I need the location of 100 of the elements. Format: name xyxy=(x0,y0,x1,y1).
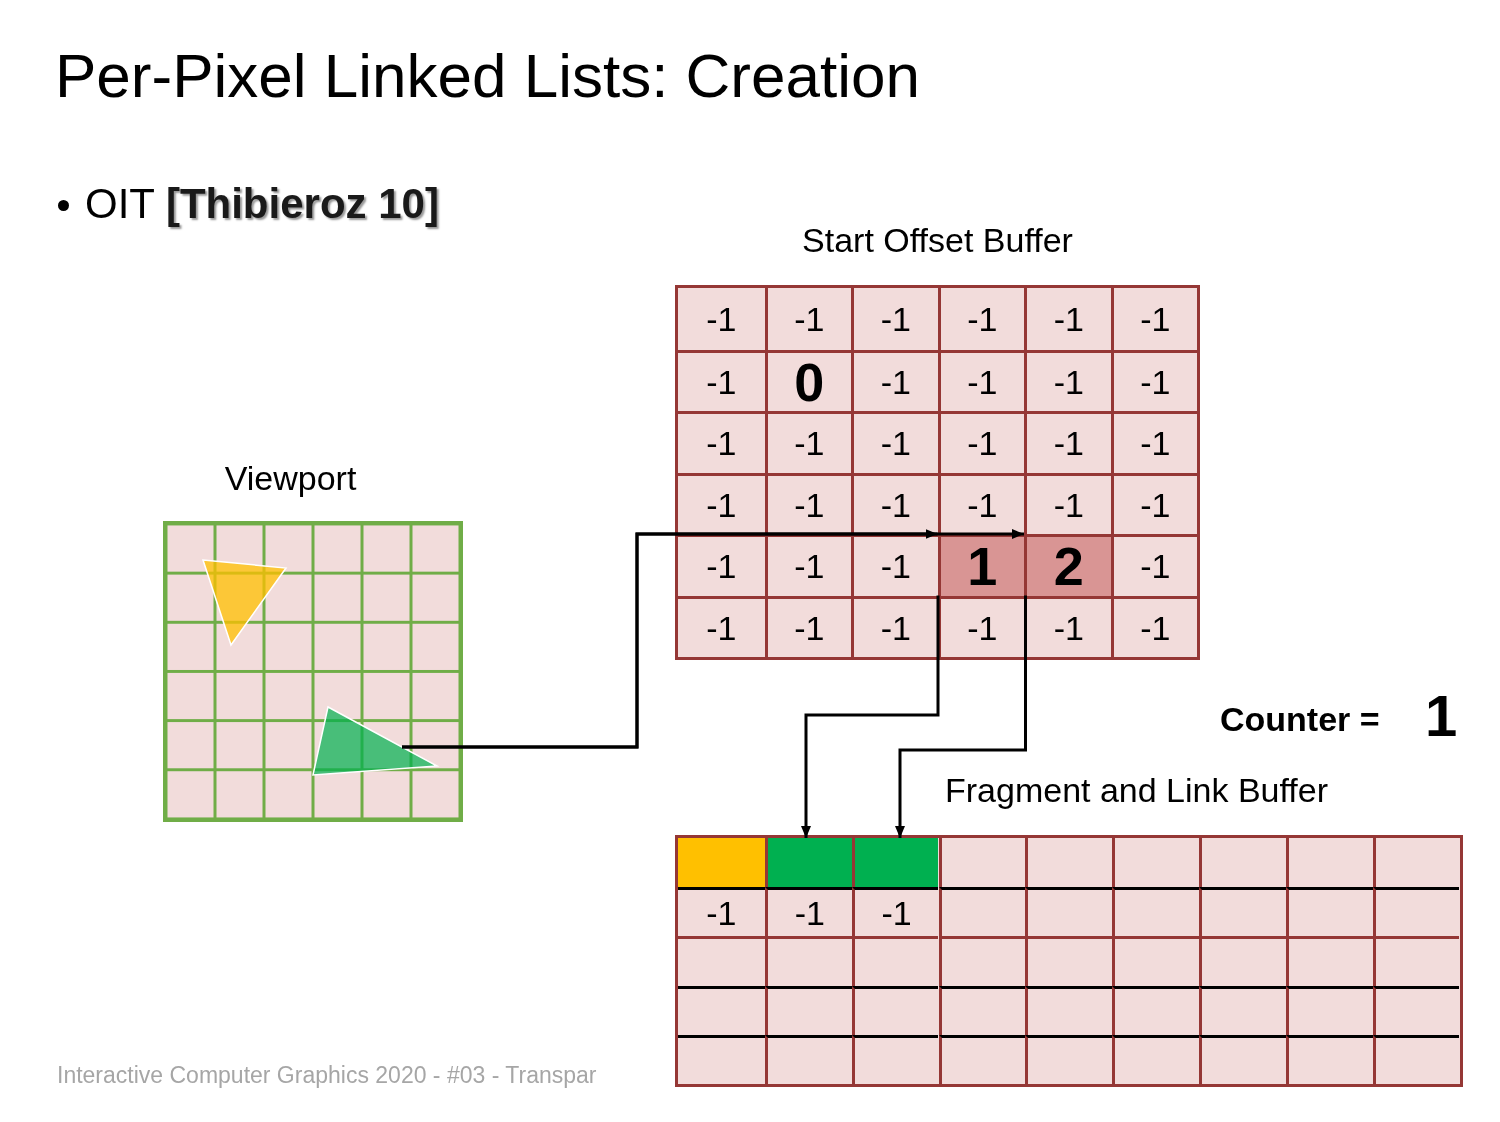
grid-cell xyxy=(1372,887,1460,937)
cell-value: -1 xyxy=(706,549,737,584)
grid-cell xyxy=(851,936,939,986)
grid-cell xyxy=(1285,887,1373,937)
grid-cell xyxy=(1372,1034,1460,1084)
cell-value: -1 xyxy=(794,487,825,522)
grid-cell xyxy=(937,595,1024,657)
cell-value: -1 xyxy=(794,896,825,931)
cell-value: -1 xyxy=(880,364,911,399)
counter-value: 1 xyxy=(1425,682,1458,749)
grid-cell xyxy=(938,887,1026,937)
grid-cell xyxy=(1199,887,1286,937)
cell-value: -1 xyxy=(706,896,737,931)
cell-value: -1 xyxy=(967,426,998,461)
grid-cell xyxy=(851,985,939,1035)
grid-cell xyxy=(764,411,851,473)
cell-value: -1 xyxy=(1053,610,1084,645)
grid-cell xyxy=(678,838,765,888)
grid-cell xyxy=(764,349,851,411)
cell-value: -1 xyxy=(706,301,737,336)
grid-cell xyxy=(851,1034,939,1084)
grid-cell xyxy=(1112,936,1199,986)
cell-value: -1 xyxy=(967,610,998,645)
triangle xyxy=(313,707,437,775)
grid-cell xyxy=(1025,936,1113,986)
grid-cell xyxy=(938,1034,1026,1084)
grid-cell xyxy=(1110,595,1197,657)
cell-value: -1 xyxy=(1140,549,1171,584)
grid-cell xyxy=(938,985,1026,1035)
grid-cell xyxy=(1024,534,1111,596)
grid-cell xyxy=(764,472,851,534)
grid-cell xyxy=(937,534,1024,596)
grid-cell xyxy=(764,838,852,888)
cell-value: -1 xyxy=(706,610,737,645)
grid-cell xyxy=(937,411,1024,473)
grid-cell xyxy=(1199,1034,1286,1084)
grid-cell xyxy=(764,1034,852,1084)
triangle xyxy=(203,560,286,645)
cell-value: -1 xyxy=(1053,426,1084,461)
grid-cell xyxy=(764,887,852,937)
cell-value: -1 xyxy=(967,364,998,399)
grid-cell xyxy=(1372,936,1460,986)
cell-value: -1 xyxy=(880,610,911,645)
cell-value: -1 xyxy=(1140,610,1171,645)
grid-cell xyxy=(1285,1034,1373,1084)
grid-cell xyxy=(1112,887,1199,937)
grid-cell xyxy=(851,595,938,657)
grid-cell xyxy=(1025,985,1113,1035)
cell-value: -1 xyxy=(881,896,912,931)
cell-value: -1 xyxy=(1140,487,1171,522)
grid-cell xyxy=(851,411,938,473)
grid-cell xyxy=(1110,411,1197,473)
cell-value: -1 xyxy=(880,549,911,584)
cell-value: -1 xyxy=(794,549,825,584)
grid-cell xyxy=(851,349,938,411)
offset-value: 1 xyxy=(967,539,998,594)
citation-text: OIT [Thibieroz 10] xyxy=(85,180,439,228)
grid-cell xyxy=(851,838,939,888)
offset-value: 2 xyxy=(1053,539,1084,594)
grid-cell xyxy=(1025,887,1113,937)
grid-cell xyxy=(1199,936,1286,986)
offset-value: 0 xyxy=(794,354,825,409)
cell-value: -1 xyxy=(706,426,737,461)
footer-text: Interactive Computer Graphics 2020 - #03 - Transpar xyxy=(57,1062,597,1089)
grid-cell xyxy=(1025,1034,1113,1084)
cell-value: -1 xyxy=(880,487,911,522)
cell-value: -1 xyxy=(880,426,911,461)
cell-value: -1 xyxy=(1140,426,1171,461)
cell-value: -1 xyxy=(1053,487,1084,522)
arrow xyxy=(895,595,1027,838)
cell-value: -1 xyxy=(967,487,998,522)
grid-cell xyxy=(1112,1034,1199,1084)
grid-cell xyxy=(764,534,851,596)
grid-cell xyxy=(1372,985,1460,1035)
grid-heading: Viewport xyxy=(223,458,358,499)
counter-label: Counter = xyxy=(1220,700,1380,739)
cell-value: -1 xyxy=(794,301,825,336)
grid-cell xyxy=(1285,936,1373,986)
grid-heading: Start Offset Buffer xyxy=(801,220,1074,261)
grid-cell xyxy=(1024,411,1111,473)
cell-value: -1 xyxy=(1053,301,1084,336)
grid-cell xyxy=(1110,349,1197,411)
grid-cell xyxy=(937,349,1024,411)
grid-cell xyxy=(1110,534,1197,596)
cell-value: -1 xyxy=(706,487,737,522)
cell-value: -1 xyxy=(880,301,911,336)
grid-cell xyxy=(938,936,1026,986)
grid-cell xyxy=(1110,472,1197,534)
cell-value: -1 xyxy=(706,364,737,399)
grid-cell xyxy=(764,985,852,1035)
grid-cell xyxy=(1024,349,1111,411)
grid-cell xyxy=(851,472,938,534)
cell-value: -1 xyxy=(794,610,825,645)
cell-value: -1 xyxy=(1053,364,1084,399)
cell-value: -1 xyxy=(1140,301,1171,336)
grid-cell xyxy=(764,936,852,986)
grid-cell xyxy=(1112,985,1199,1035)
slide-title: Per-Pixel Linked Lists: Creation xyxy=(55,40,920,111)
grid-cell xyxy=(1285,985,1373,1035)
cell-value: -1 xyxy=(794,426,825,461)
